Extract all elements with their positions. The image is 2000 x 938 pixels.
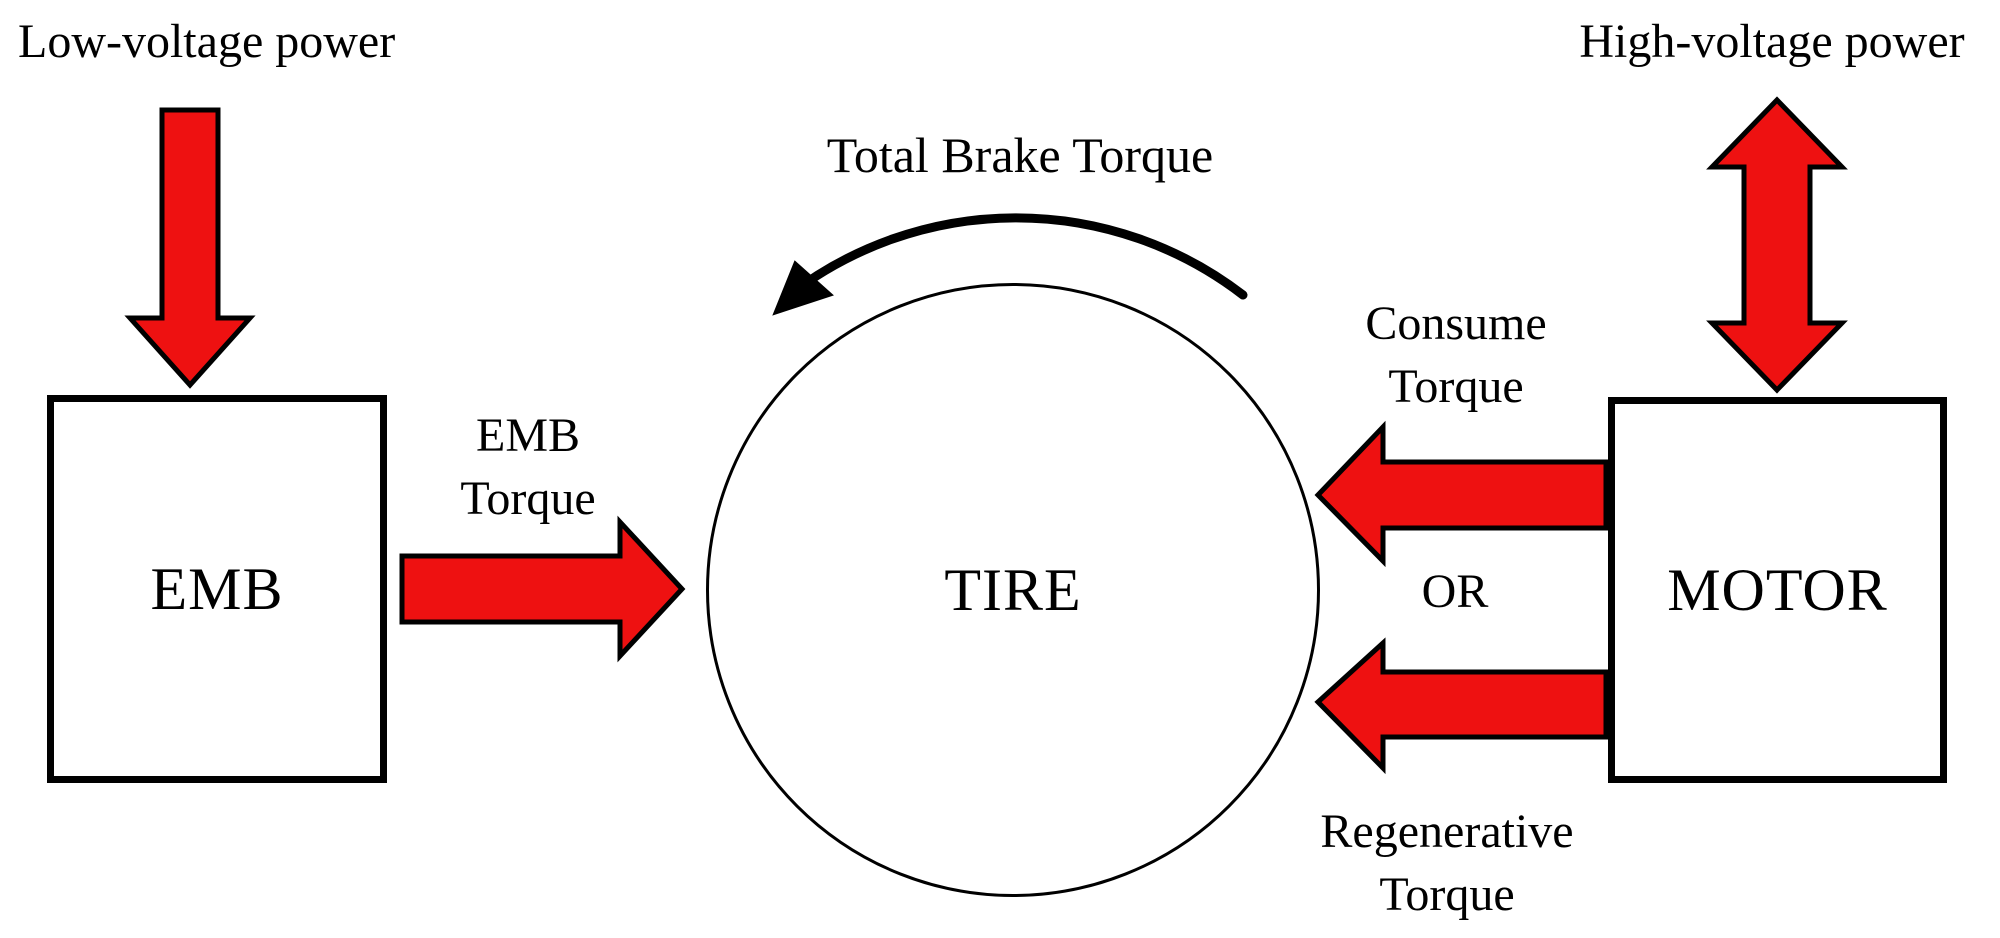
low-voltage-power-label: Low-voltage power [18,15,396,68]
emb-box: EMB [47,395,387,783]
emb-torque-label: EMB Torque [460,404,595,531]
consume-torque-arrow [1314,420,1609,568]
total-brake-torque-label: Total Brake Torque [826,127,1214,183]
consume-torque-label-line2: Torque [1388,360,1524,414]
emb-torque-arrow [399,515,686,663]
consume-torque-label-line1: Consume [1365,297,1547,350]
emb-torque-label-line1: EMB [475,409,581,462]
low-voltage-power-arrow [124,107,256,389]
emb-label: EMB [150,555,284,622]
regenerative-torque-arrow [1314,637,1609,775]
tire-label: TIRE [944,556,1082,623]
motor-label: MOTOR [1667,556,1888,623]
consume-torque-label: Consume Torque [1365,292,1546,419]
regenerative-torque-label-line1: Regenerative [1320,805,1574,858]
emb-torque-label-line2: Torque [460,472,596,526]
high-voltage-power-arrow [1706,96,1848,394]
regenerative-torque-label: Regenerative Torque [1320,800,1573,927]
regenerative-torque-label-line2: Torque [1379,868,1515,922]
or-label: OR [1421,565,1489,618]
tire-circle: TIRE [706,283,1320,897]
high-voltage-power-label: High-voltage power [1579,15,1965,68]
total-brake-torque-arrow [783,213,1248,301]
total-brake-torque-arrowhead [772,260,834,316]
motor-box: MOTOR [1608,397,1947,783]
